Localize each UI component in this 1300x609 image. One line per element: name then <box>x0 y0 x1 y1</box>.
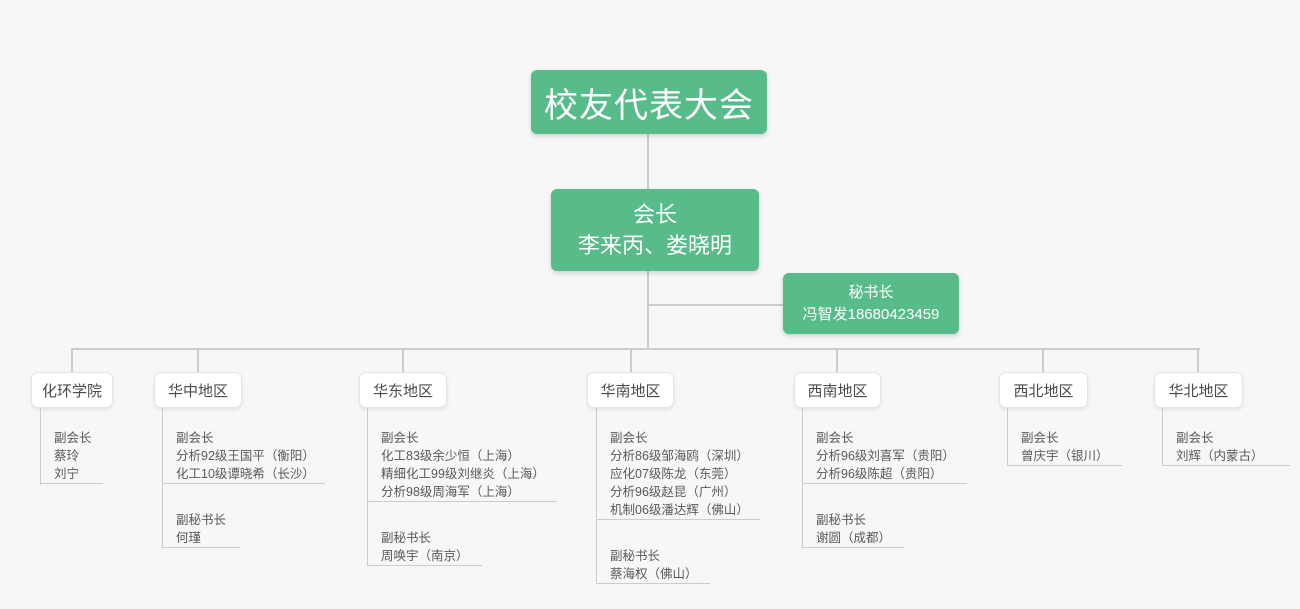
president-node[interactable]: 会长 李来丙、娄晓明 <box>551 189 759 271</box>
member-line: 副会长 <box>610 431 648 445</box>
member-group[interactable]: 副秘书长 蔡海权（佛山） <box>596 547 710 584</box>
member-group[interactable]: 副会长 曾庆宇（银川） <box>1007 429 1122 466</box>
member-line: 副秘书长 <box>816 513 867 527</box>
secretary-node[interactable]: 秘书长 冯智发18680423459 <box>783 273 959 334</box>
root-node[interactable]: 校友代表大会 <box>531 70 767 134</box>
connector-drop-4 <box>836 350 838 372</box>
member-line: 蔡海权（佛山） <box>610 567 698 581</box>
branch-members-1: 副会长 分析92级王国平（衡阳） 化工10级谭晓希（长沙） 副秘书长 何瑾 <box>162 408 325 548</box>
branch-members-line-1 <box>162 408 163 548</box>
branch-box-5[interactable]: 西北地区 <box>999 372 1088 408</box>
member-line: 分析98级周海军（上海） <box>381 485 520 499</box>
connector-drop-2 <box>402 350 404 372</box>
connector-drop-0 <box>71 350 73 372</box>
connector-drop-1 <box>197 350 199 372</box>
member-line: 副会长 <box>1021 431 1059 445</box>
member-group[interactable]: 副秘书长 何瑾 <box>162 511 240 548</box>
branch-box-3[interactable]: 华南地区 <box>587 372 674 408</box>
member-line: 化工10级谭晓希（长沙） <box>176 467 315 481</box>
member-line: 副会长 <box>381 431 419 445</box>
member-line: 精细化工99级刘继炎（上海） <box>381 467 545 481</box>
member-line: 谢圆（成都） <box>816 531 892 545</box>
member-group[interactable]: 副秘书长 周唤宇（南京） <box>367 529 482 566</box>
member-line: 何瑾 <box>176 531 202 545</box>
branch-members-line-6 <box>1162 408 1163 466</box>
branch-label-4: 西南地区 <box>807 382 868 400</box>
member-group[interactable]: 副会长 刘辉（内蒙古） <box>1162 429 1290 466</box>
member-line: 蔡玲 <box>54 449 80 463</box>
root-node-label: 校友代表大会 <box>544 86 754 125</box>
branch-box-2[interactable]: 华东地区 <box>359 372 447 408</box>
connector-drop-5 <box>1042 350 1044 372</box>
branch-members-0: 副会长 蔡玲 刘宁 <box>40 408 103 485</box>
president-title: 会长 <box>632 202 677 227</box>
branch-members-line-2 <box>367 408 368 566</box>
member-group[interactable]: 副会长 分析96级刘喜军（贵阳） 分析96级陈超（贵阳） <box>802 429 967 484</box>
member-line: 副秘书长 <box>381 531 432 545</box>
branch-members-6: 副会长 刘辉（内蒙古） <box>1162 408 1290 466</box>
member-group[interactable]: 副会长 化工83级余少恒（上海） 精细化工99级刘继炎（上海） 分析98级周海军… <box>367 429 557 502</box>
member-line: 周唤宇（南京） <box>381 549 469 563</box>
connector-drop-6 <box>1197 350 1199 372</box>
branch-members-line-0 <box>40 408 41 485</box>
branch-box-1[interactable]: 华中地区 <box>154 372 242 408</box>
member-line: 分析92级王国平（衡阳） <box>176 449 315 463</box>
branch-box-6[interactable]: 华北地区 <box>1154 372 1243 408</box>
member-group[interactable]: 副会长 蔡玲 刘宁 <box>40 429 103 484</box>
branch-members-line-3 <box>596 408 597 583</box>
member-line: 副秘书长 <box>176 513 227 527</box>
branch-label-6: 华北地区 <box>1168 382 1229 400</box>
connector-drop-3 <box>630 350 632 372</box>
member-line: 分析96级赵昆（广州） <box>610 485 737 499</box>
member-line: 分析96级刘喜军（贵阳） <box>816 449 955 463</box>
connector-president-bus <box>647 271 649 350</box>
member-line: 副会长 <box>1176 431 1214 445</box>
member-group[interactable]: 副会长 分析92级王国平（衡阳） 化工10级谭晓希（长沙） <box>162 429 325 484</box>
member-line: 化工83级余少恒（上海） <box>381 449 520 463</box>
branch-members-5: 副会长 曾庆宇（银川） <box>1007 408 1122 466</box>
member-line: 副会长 <box>176 431 214 445</box>
secretary-title: 秘书长 <box>848 283 894 301</box>
branch-label-3: 华南地区 <box>600 382 661 400</box>
member-line: 分析86级邹海鸥（深圳） <box>610 449 749 463</box>
secretary-contact: 冯智发18680423459 <box>802 305 940 323</box>
branch-members-2: 副会长 化工83级余少恒（上海） 精细化工99级刘继炎（上海） 分析98级周海军… <box>367 408 557 566</box>
member-line: 应化07级陈龙（东莞） <box>610 467 737 481</box>
branch-label-2: 华东地区 <box>372 382 433 400</box>
member-line: 分析96级陈超（贵阳） <box>816 467 943 481</box>
branch-box-0[interactable]: 化环学院 <box>31 372 113 408</box>
branch-members-4: 副会长 分析96级刘喜军（贵阳） 分析96级陈超（贵阳） 副秘书长 谢圆（成都） <box>802 408 967 548</box>
branch-members-line-4 <box>802 408 803 548</box>
member-group[interactable]: 副秘书长 谢圆（成都） <box>802 511 904 548</box>
member-line: 副会长 <box>816 431 854 445</box>
member-line: 刘宁 <box>54 467 80 481</box>
branch-label-0: 化环学院 <box>41 382 102 400</box>
member-line: 曾庆宇（银川） <box>1021 449 1109 463</box>
member-line: 机制06级潘达辉（佛山） <box>610 503 749 517</box>
member-group[interactable]: 副会长 分析86级邹海鸥（深圳） 应化07级陈龙（东莞） 分析96级赵昆（广州）… <box>596 429 760 520</box>
branch-label-5: 西北地区 <box>1013 382 1074 400</box>
member-line: 副秘书长 <box>610 549 661 563</box>
president-names: 李来丙、娄晓明 <box>577 233 732 258</box>
branch-members-line-5 <box>1007 408 1008 466</box>
branch-box-4[interactable]: 西南地区 <box>794 372 881 408</box>
member-line: 副会长 <box>54 431 92 445</box>
member-line: 刘辉（内蒙古） <box>1176 449 1264 463</box>
branch-label-1: 华中地区 <box>167 382 228 400</box>
connector-root-president <box>647 134 649 189</box>
connector-bus <box>71 348 1200 350</box>
branch-members-3: 副会长 分析86级邹海鸥（深圳） 应化07级陈龙（东莞） 分析96级赵昆（广州）… <box>596 408 760 584</box>
connector-secretary <box>648 304 783 306</box>
